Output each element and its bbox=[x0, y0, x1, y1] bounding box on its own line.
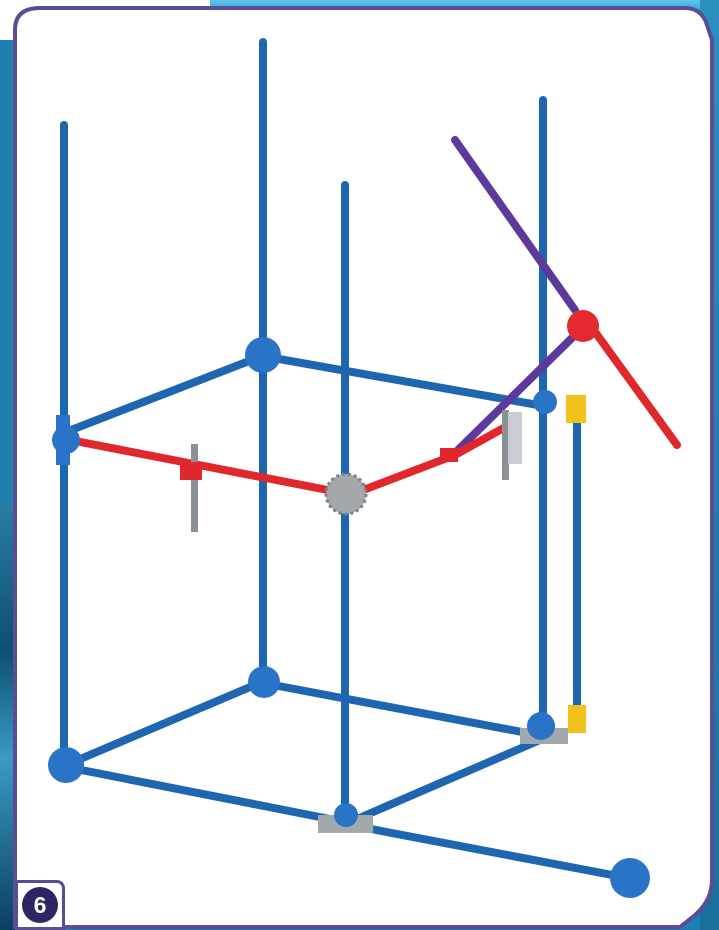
connector bbox=[567, 310, 599, 342]
gear bbox=[324, 472, 368, 516]
connectors bbox=[48, 310, 650, 898]
connector bbox=[245, 337, 281, 373]
blue-rod bbox=[62, 352, 266, 436]
gray-axle bbox=[502, 410, 509, 480]
connector bbox=[566, 395, 586, 423]
connector bbox=[610, 858, 650, 898]
model-illustration bbox=[48, 38, 681, 898]
gear bbox=[508, 412, 522, 464]
connector bbox=[568, 705, 586, 733]
connector bbox=[334, 803, 358, 827]
purple-rods bbox=[451, 136, 579, 454]
blue-rod bbox=[62, 678, 266, 769]
step-number: 6 bbox=[22, 887, 58, 923]
purple-rod bbox=[454, 331, 579, 454]
red-spacer bbox=[180, 462, 202, 480]
blue-rod bbox=[62, 763, 349, 826]
connector bbox=[248, 666, 280, 698]
red-rod bbox=[354, 451, 459, 496]
blue-rod bbox=[346, 736, 544, 826]
gray-axle bbox=[191, 444, 198, 532]
purple-rod bbox=[451, 136, 579, 314]
axles bbox=[180, 410, 522, 532]
blue-rod bbox=[264, 353, 542, 409]
connector bbox=[527, 712, 555, 740]
red-rod bbox=[66, 436, 342, 496]
horizontal-rods bbox=[62, 352, 632, 882]
red-rod bbox=[586, 321, 681, 449]
red-spacer bbox=[440, 448, 458, 462]
connector bbox=[56, 415, 70, 465]
step-badge: 6 bbox=[15, 880, 65, 930]
blue-rod bbox=[346, 821, 632, 882]
panel-border bbox=[13, 6, 714, 929]
connector bbox=[533, 390, 557, 414]
blue-rod bbox=[264, 680, 542, 739]
connector bbox=[48, 747, 84, 783]
